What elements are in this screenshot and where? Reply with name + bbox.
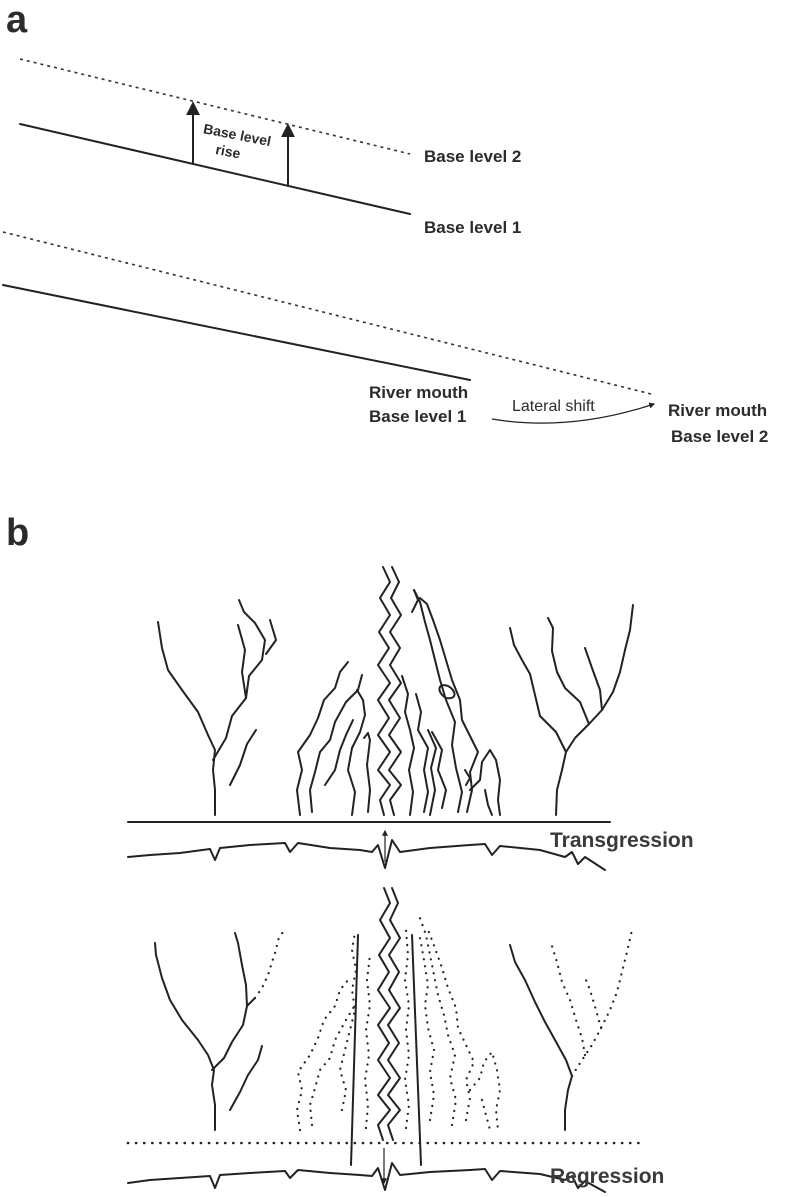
incised-valley-left-wall xyxy=(350,934,359,1166)
transgression-profile xyxy=(127,839,606,871)
fan-channels-upper xyxy=(296,589,501,816)
regression-label: Regression xyxy=(550,1165,664,1188)
base-level-1-upper-line xyxy=(19,123,411,215)
base-level-rise-label: Base level rise xyxy=(202,120,272,161)
base-level-2-upper-line xyxy=(19,58,411,155)
river-mouth-2-sub: Base level 2 xyxy=(671,427,768,446)
panel-b: b xyxy=(6,512,694,1193)
panel-b-letter: b xyxy=(6,512,29,554)
base-level-1-lower-line xyxy=(2,284,471,381)
central-meandering-channel-upper xyxy=(377,566,402,816)
abandoned-fan-channels-lower xyxy=(295,916,502,1132)
base-level-1-label: Base level 1 xyxy=(424,218,521,237)
lateral-shift-label: Lateral shift xyxy=(512,398,595,415)
right-drainage-tree-lower xyxy=(509,928,634,1131)
incised-valley-right-wall xyxy=(411,934,422,1166)
left-drainage-tree-lower xyxy=(154,930,285,1131)
base-level-2-lower-line xyxy=(2,231,656,396)
river-mouth-1-sub: Base level 1 xyxy=(369,407,466,426)
river-mouth-1-label: River mouth xyxy=(369,383,468,402)
right-drainage-tree-upper xyxy=(509,604,634,816)
lateral-shift-arrow xyxy=(491,402,656,424)
panel-a-letter: a xyxy=(6,0,28,41)
transgression-label: Transgression xyxy=(550,829,694,852)
river-mouth-2-label: River mouth xyxy=(668,401,767,420)
central-meandering-channel-lower xyxy=(377,887,401,1141)
transgression-block: Transgression xyxy=(127,566,694,871)
regression-profile xyxy=(127,1162,606,1193)
base-level-rise-text-2: rise xyxy=(214,141,242,161)
left-drainage-tree-upper xyxy=(157,599,277,816)
regression-block: Regression xyxy=(126,887,664,1193)
base-level-2-label: Base level 2 xyxy=(424,147,521,166)
panel-a: a Base level rise Base level 2 Base leve… xyxy=(2,0,768,446)
